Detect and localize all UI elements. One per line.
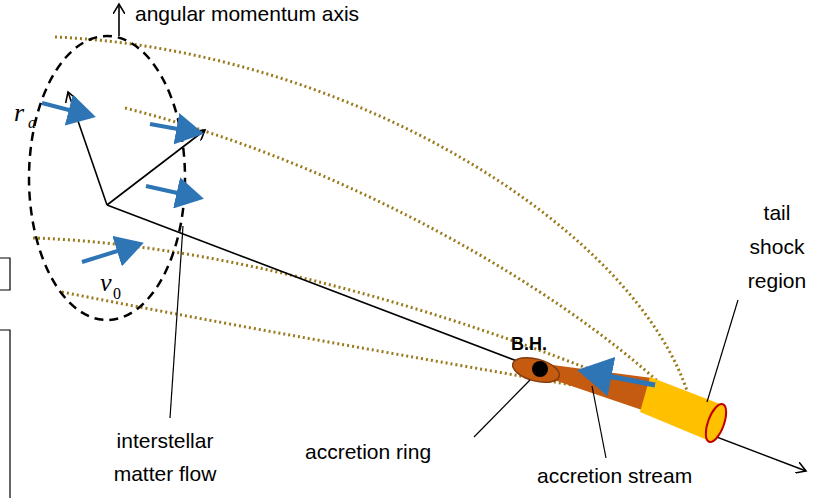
accretion-wedge [545, 364, 652, 410]
tail-shock-label: tail shock region [735, 196, 819, 298]
edge-fragment [0, 258, 10, 290]
edge-fragment [0, 330, 10, 498]
flow-arrows [42, 103, 200, 262]
velocity-symbol: v [100, 268, 112, 298]
radius-symbol: r [14, 98, 24, 128]
stream-arrow [582, 371, 655, 385]
axis-arrow [118, 4, 120, 36]
radius-subscript: a [28, 114, 36, 132]
flow-label: interstellar matter flow [90, 424, 240, 490]
capture-ellipse [29, 36, 185, 320]
black-hole [532, 361, 548, 377]
cylinder-end [702, 401, 731, 444]
axis-arrow [107, 130, 205, 205]
streamlines [33, 37, 690, 400]
black-hole-label: B.H. [511, 334, 547, 355]
axis-label: angular momentum axis [135, 2, 359, 26]
radius-arrow [68, 92, 107, 205]
accretion-ring [510, 353, 562, 387]
ring-label: accretion ring [305, 440, 431, 464]
velocity-subscript: 0 [113, 285, 121, 303]
stream-label: accretion stream [537, 464, 692, 488]
leader-lines [170, 226, 738, 458]
